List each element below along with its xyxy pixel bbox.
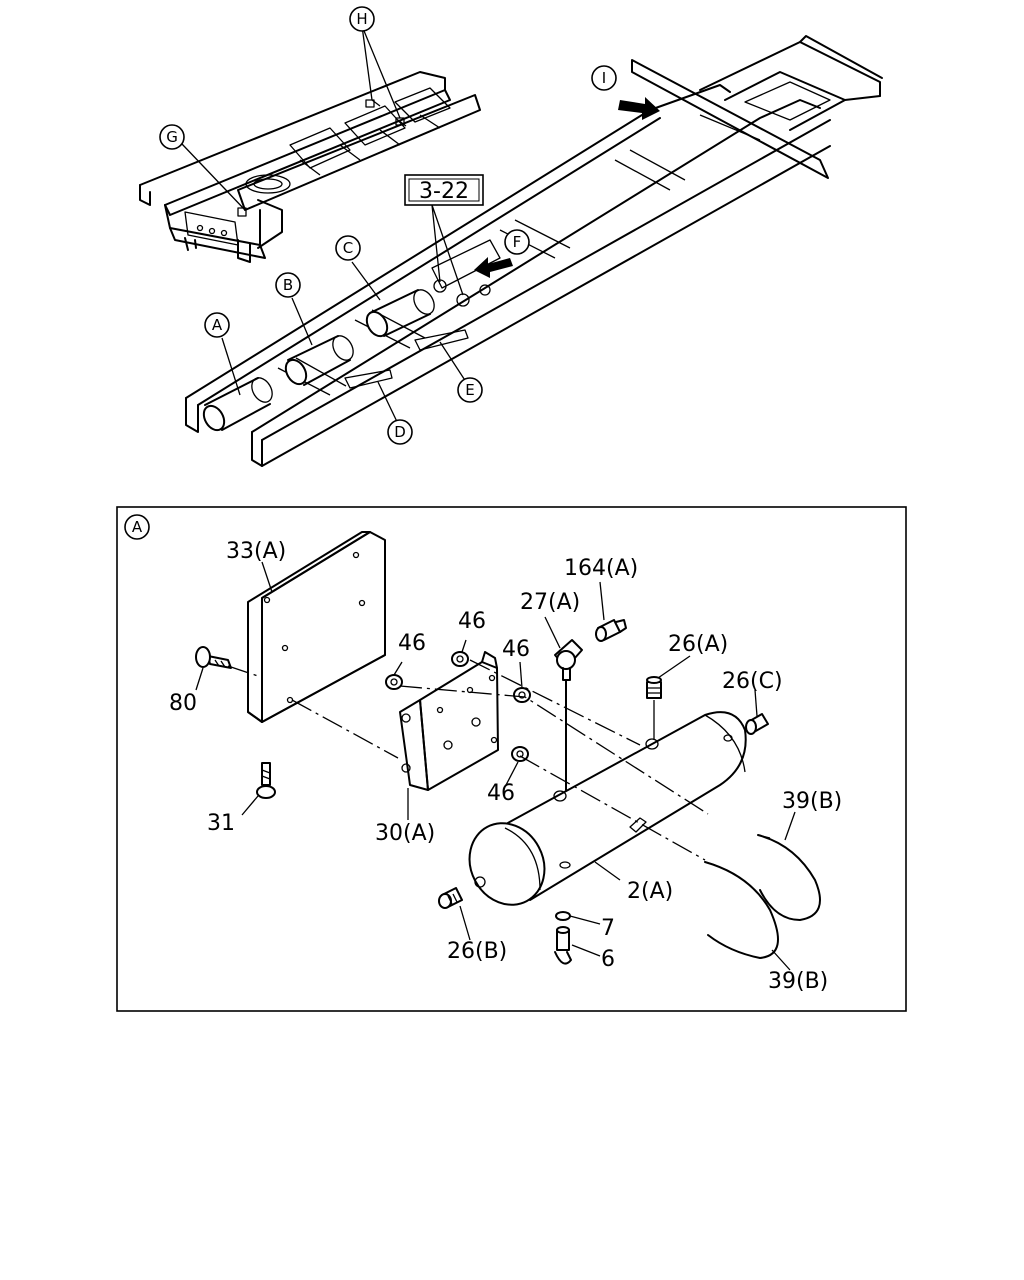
label-26a: 26(A) [668, 632, 728, 657]
callout-f: F [504, 229, 530, 255]
detail-frame [116, 506, 907, 1012]
chassis-overview: A B C D E F G H I 3-22 [139, 6, 883, 467]
bracket-33a [247, 531, 386, 723]
callout-g-label: G [166, 128, 178, 146]
label-2a: 2(A) [627, 879, 673, 904]
callout-g: G [159, 124, 185, 150]
label-46-1: 46 [398, 631, 426, 656]
callout-d-label: D [394, 423, 406, 441]
callout-c: C [335, 235, 361, 261]
plug-26c [745, 713, 769, 735]
drain-cock-6 [554, 926, 572, 965]
label-39b-1: 39(B) [782, 789, 842, 814]
label-39b-2: 39(B) [768, 969, 828, 994]
reference-box-label: 3-22 [419, 179, 469, 204]
pipe-39b-lower [704, 861, 779, 959]
view-label-text: A [132, 518, 143, 536]
callout-b-label: B [283, 276, 293, 294]
callout-a: A [204, 312, 230, 338]
label-33a: 33(A) [226, 539, 286, 564]
nut-46-1 [385, 674, 403, 690]
plug-26a [646, 676, 662, 740]
rear-frame-section [139, 71, 481, 263]
callout-e: E [457, 377, 483, 403]
air-tank-2a [468, 711, 747, 906]
nut-46-4 [511, 746, 529, 762]
nut-46-2 [451, 651, 469, 667]
main-frame [185, 35, 883, 467]
label-46-4: 46 [487, 781, 515, 806]
washer-7 [555, 911, 571, 921]
callout-h: H [349, 6, 375, 32]
callout-e-label: E [465, 381, 474, 399]
callout-h-label: H [356, 10, 367, 28]
callout-f-label: F [513, 233, 522, 251]
label-30a: 30(A) [375, 821, 435, 846]
callout-d: D [387, 419, 413, 445]
label-26c: 26(C) [722, 669, 783, 694]
label-80: 80 [169, 691, 197, 716]
label-164a: 164(A) [564, 556, 638, 581]
label-46-3: 46 [502, 637, 530, 662]
label-6: 6 [601, 947, 615, 972]
label-27a: 27(A) [520, 590, 580, 615]
reference-box: 3-22 [404, 174, 484, 206]
bolt-80 [195, 646, 232, 669]
callout-i: I [591, 65, 617, 91]
pipe-39b-upper [757, 834, 821, 921]
label-7: 7 [601, 916, 615, 941]
plug-26b [438, 887, 463, 909]
fitting-164a [595, 619, 627, 642]
bolt-31 [256, 762, 276, 799]
label-31: 31 [207, 811, 235, 836]
callout-i-label: I [602, 69, 606, 87]
detail-view-a: A [116, 506, 907, 1012]
callout-c-label: C [343, 239, 353, 257]
callout-b: B [275, 272, 301, 298]
callout-a-label: A [212, 316, 223, 334]
nut-46-3 [513, 687, 531, 703]
fitting-27a [554, 639, 583, 791]
bracket-30a [399, 651, 499, 791]
label-46-2: 46 [458, 609, 486, 634]
view-label: A [124, 514, 150, 540]
label-26b: 26(B) [447, 939, 507, 964]
